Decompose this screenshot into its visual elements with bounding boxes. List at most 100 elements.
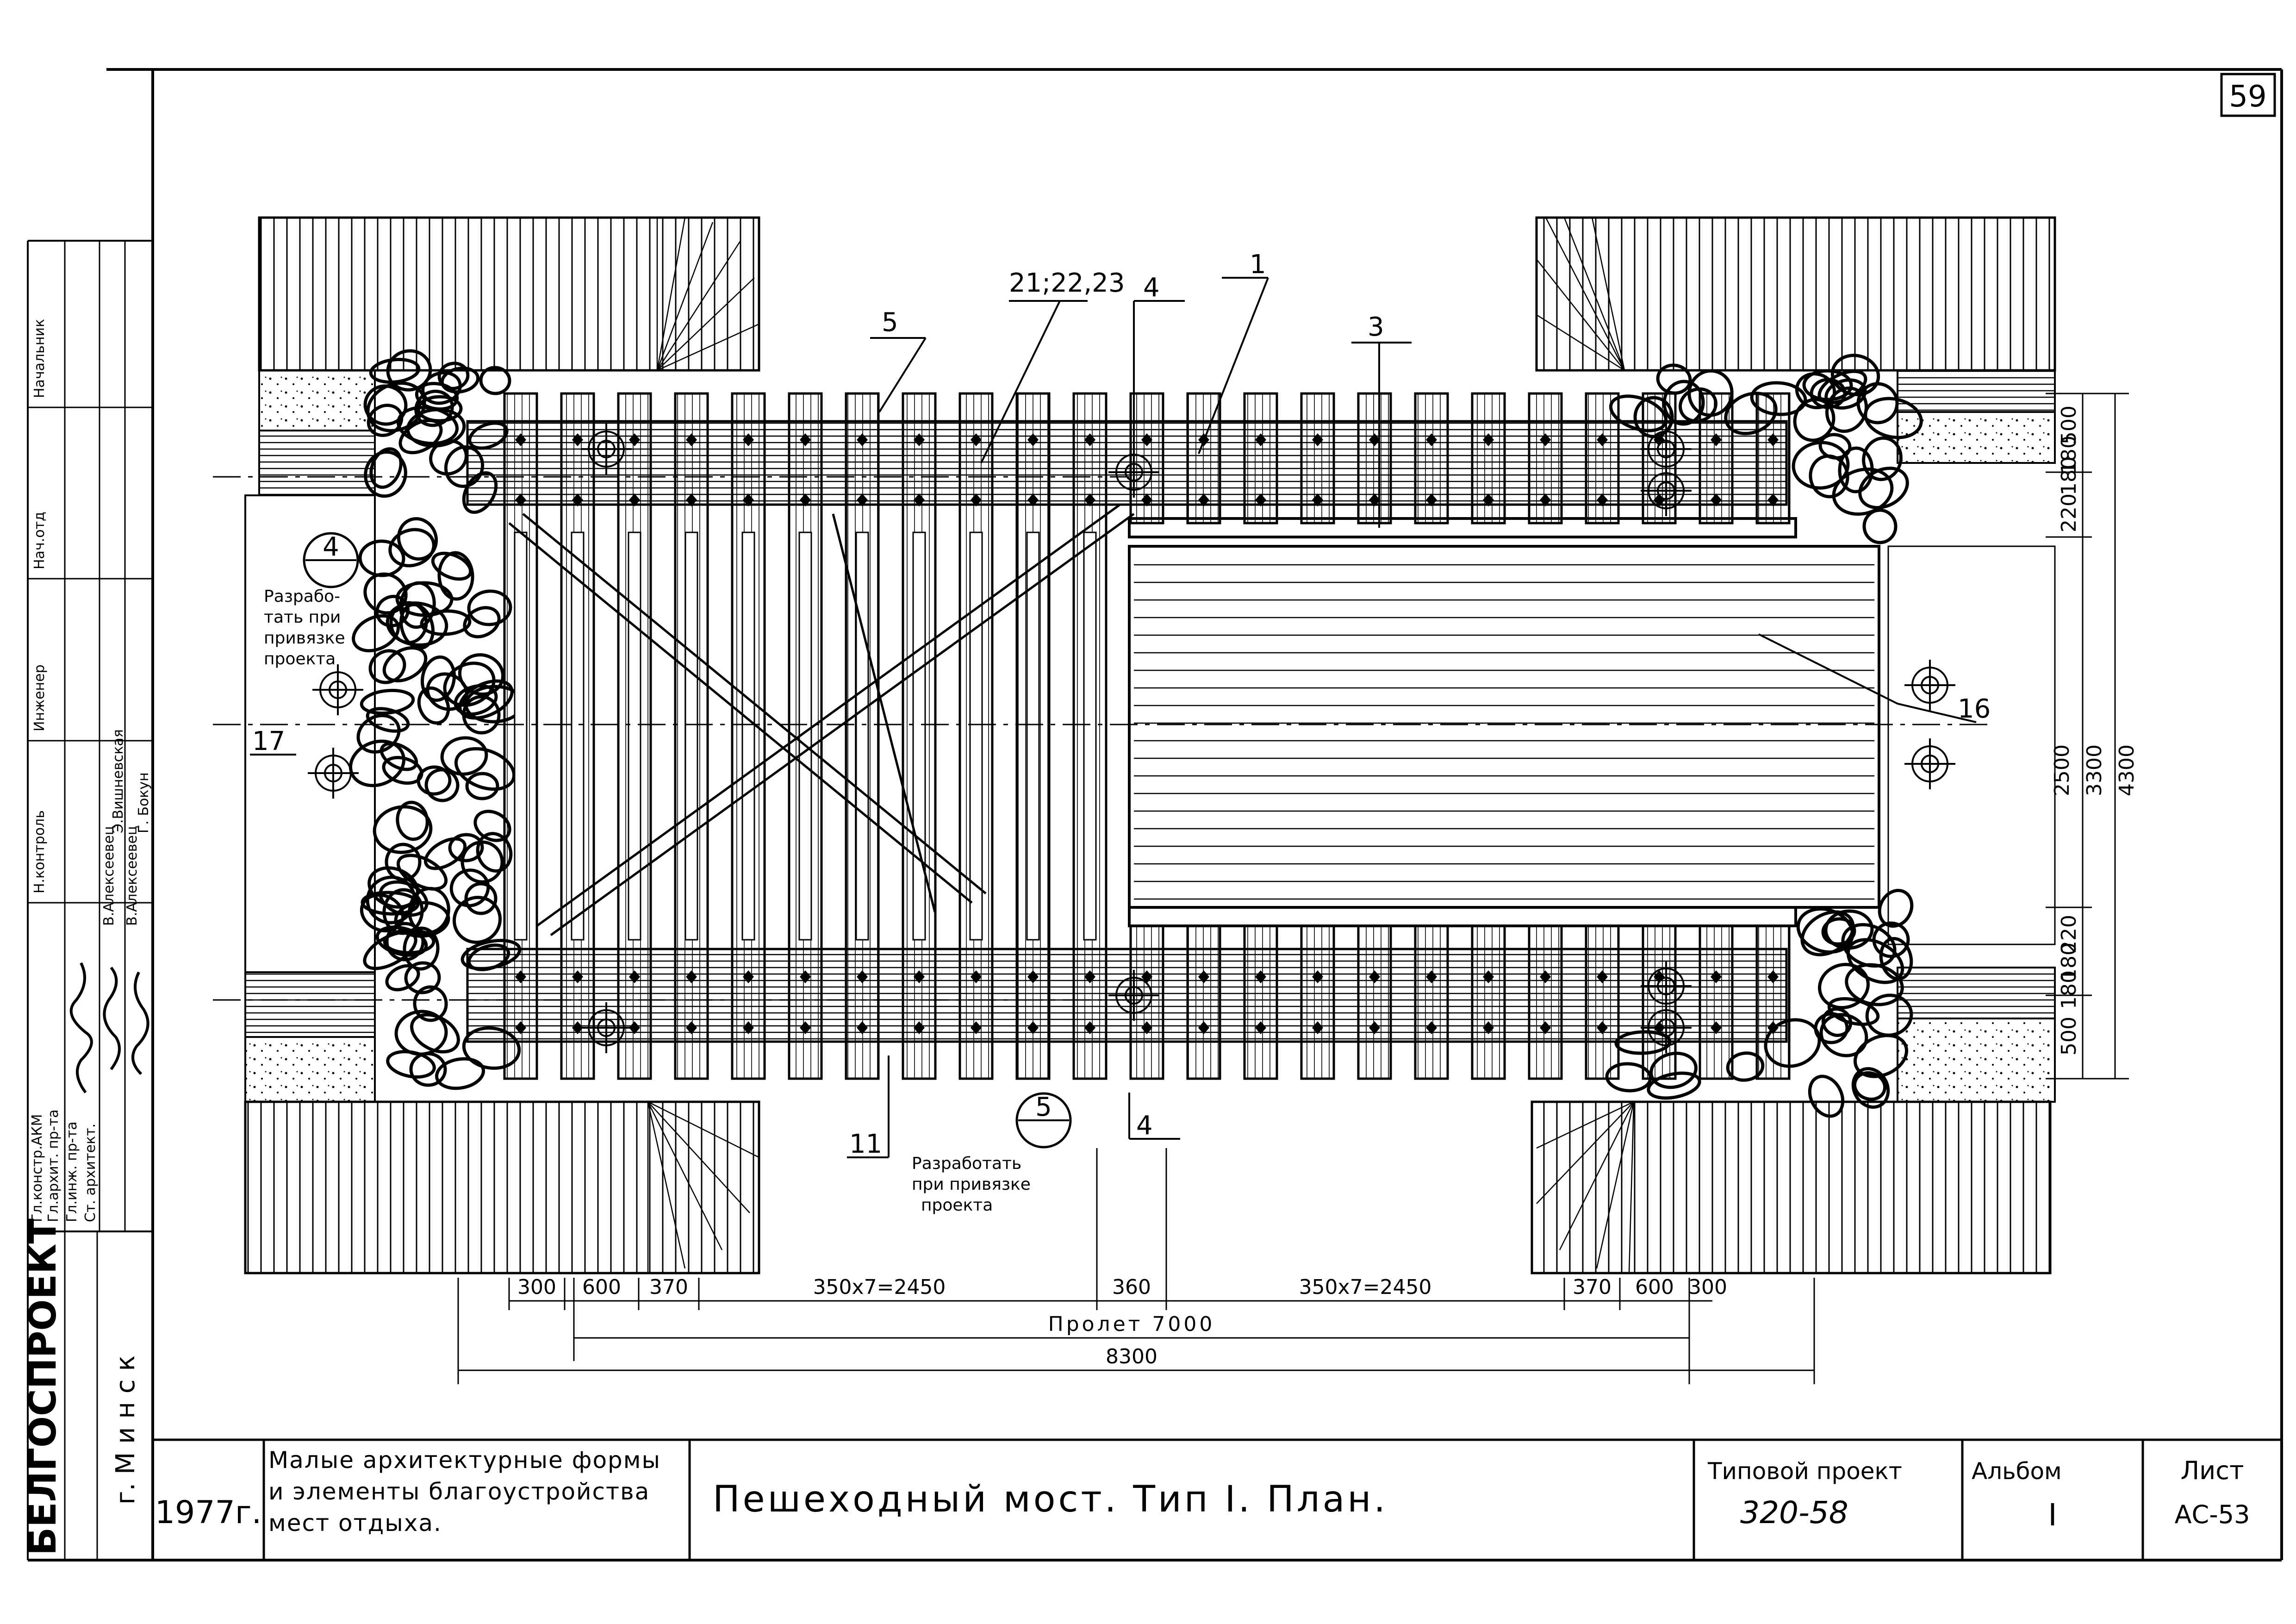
nail-mark — [1767, 493, 1779, 506]
sheet-frame — [28, 68, 2283, 1562]
nail-mark — [515, 970, 526, 983]
dim-370-left: 370 — [649, 1275, 688, 1299]
stone — [366, 707, 410, 733]
nail-mark — [1141, 433, 1152, 446]
nail-mark — [1369, 970, 1380, 983]
stamp-fragment-2: Нач.отд — [31, 512, 48, 569]
stone — [397, 517, 438, 561]
nail-mark — [629, 493, 640, 506]
tie-short-top — [1642, 392, 1677, 525]
tie-groove — [684, 531, 698, 941]
stone — [437, 362, 470, 390]
nail-mark — [743, 433, 754, 446]
tie-short-bottom — [1642, 924, 1677, 1080]
path-right — [1887, 369, 2056, 1103]
nail-mark — [1312, 493, 1323, 506]
nail-mark — [914, 433, 925, 446]
bank-top-left — [258, 216, 760, 372]
note-circle-bottom-number: 5 — [1035, 1092, 1052, 1122]
axis-lines — [213, 476, 1990, 1001]
dim-360: 360 — [1112, 1275, 1151, 1299]
nail-mark — [1426, 493, 1437, 506]
note-left-line-4: проекта — [264, 650, 336, 668]
tie-short-bottom — [1528, 924, 1563, 1080]
stone — [368, 649, 406, 684]
stone — [435, 1057, 485, 1090]
nail-mark — [1084, 970, 1095, 983]
stone — [395, 581, 454, 617]
nail-mark — [515, 1021, 526, 1034]
nail-mark — [1312, 1021, 1323, 1034]
nail-mark — [1369, 493, 1380, 506]
stone — [420, 609, 472, 636]
tie-short-bottom — [1471, 924, 1506, 1080]
nail-mark — [1255, 433, 1266, 446]
note-left-line-2: тать при — [264, 608, 341, 627]
stamp-fragment-1: Начальник — [31, 319, 48, 398]
nail-mark — [971, 970, 982, 983]
tie-short-top — [1755, 392, 1791, 525]
nail-mark — [857, 970, 868, 983]
nail-mark — [1369, 1021, 1380, 1034]
series-title-box: Малые архитектурные формы и элементы бла… — [268, 1447, 660, 1537]
bank-bottom-right — [1531, 1100, 2052, 1274]
nail-mark — [1540, 433, 1551, 446]
nail-mark — [1255, 970, 1266, 983]
dim-right-180-c: 180 — [2057, 943, 2081, 981]
callout-4-bottom: 4 — [1136, 1111, 1153, 1141]
stone — [380, 742, 418, 771]
nail-mark — [629, 970, 640, 983]
stone — [463, 606, 501, 638]
nail-mark — [1426, 1021, 1437, 1034]
stone — [417, 686, 450, 725]
dim-600-right: 600 — [1635, 1275, 1674, 1299]
callout-5: 5 — [882, 307, 898, 337]
nail-mark — [1027, 493, 1039, 506]
stone — [465, 772, 499, 800]
stone — [1821, 1007, 1853, 1037]
stone — [396, 800, 429, 841]
nail-mark — [1767, 970, 1779, 983]
stamp-fragment-4: Н.контроль — [31, 810, 48, 893]
nail-mark — [743, 970, 754, 983]
stone — [437, 551, 474, 601]
project-number: 320-58 — [1740, 1495, 1848, 1530]
dim-right-180-d: 180 — [2057, 970, 2081, 1009]
role-4: Ст. архитект. — [82, 1124, 99, 1222]
nail-mark — [1198, 970, 1209, 983]
nail-mark — [629, 433, 640, 446]
dim-right-500-bottom: 500 — [2057, 1017, 2081, 1056]
stone — [382, 756, 423, 785]
nail-mark — [1597, 493, 1608, 506]
sheet-code: АС-53 — [2175, 1500, 2250, 1529]
stone — [1832, 467, 1894, 516]
organization: БЕЛГОСПРОЕКТ — [21, 1218, 64, 1555]
stone — [375, 925, 428, 957]
nail-mark — [1483, 970, 1494, 983]
stone — [421, 655, 456, 702]
drawing-title: Пешеходный мост. Тип I. План. — [713, 1479, 1388, 1520]
handwritten-signatures — [69, 962, 149, 1093]
nail-mark — [1141, 1021, 1152, 1034]
stone — [385, 964, 420, 992]
tie-short-bottom — [1186, 924, 1221, 1080]
sheet-number: 59 — [2229, 80, 2266, 114]
stone-abutment-left — [349, 349, 524, 1090]
nail-mark — [572, 433, 583, 446]
nail-mark — [1767, 433, 1779, 446]
nail-mark — [1540, 493, 1551, 506]
nail-mark — [971, 433, 982, 446]
dim-span: Пролет 7000 — [1048, 1312, 1215, 1336]
bank-top-right — [1535, 216, 2056, 372]
nail-mark — [572, 493, 583, 506]
stone — [386, 349, 432, 392]
stone — [349, 739, 405, 787]
nail-mark — [515, 433, 526, 446]
cross-ties — [503, 392, 1791, 1080]
nail-mark — [1654, 970, 1665, 983]
nail-mark — [1027, 433, 1039, 446]
dim-right-2500: 2500 — [2050, 744, 2074, 796]
nail-mark — [1084, 493, 1095, 506]
callout-17: 17 — [252, 726, 285, 756]
